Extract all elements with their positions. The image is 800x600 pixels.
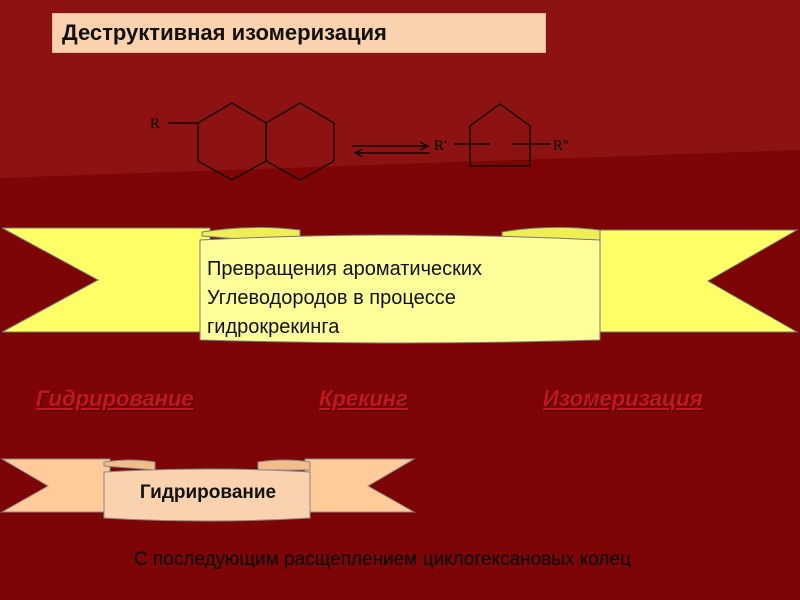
scroll-line-3: гидрокрекинга [207,316,340,338]
process-cracking: Крекинг [319,386,408,411]
substituent-r2: R'' [553,138,569,154]
ring-five [469,103,531,167]
ring-right [265,102,335,181]
slide-title: Деструктивная изомеризация [52,13,546,53]
main-ribbon [1,226,799,344]
forward-arrowhead [419,141,430,151]
footer-caption: С последующим расщеплением циклогексанов… [134,549,631,570]
substituent-r1: R' [434,138,447,154]
process-hydrogenation: Гидрирование [36,386,194,411]
small-ribbon [0,458,416,522]
substituent-r: R [150,116,160,132]
small-scroll-label: Гидрирование [139,482,277,503]
main-scroll-text: Превращения ароматических Углеводородов … [207,255,582,342]
scroll-line-1: Превращения ароматических [207,258,483,280]
reverse-arrowhead [353,148,364,158]
process-isomerization: Изомеризация [543,386,703,411]
scroll-line-2: Углеводородов в процессе [207,287,456,309]
